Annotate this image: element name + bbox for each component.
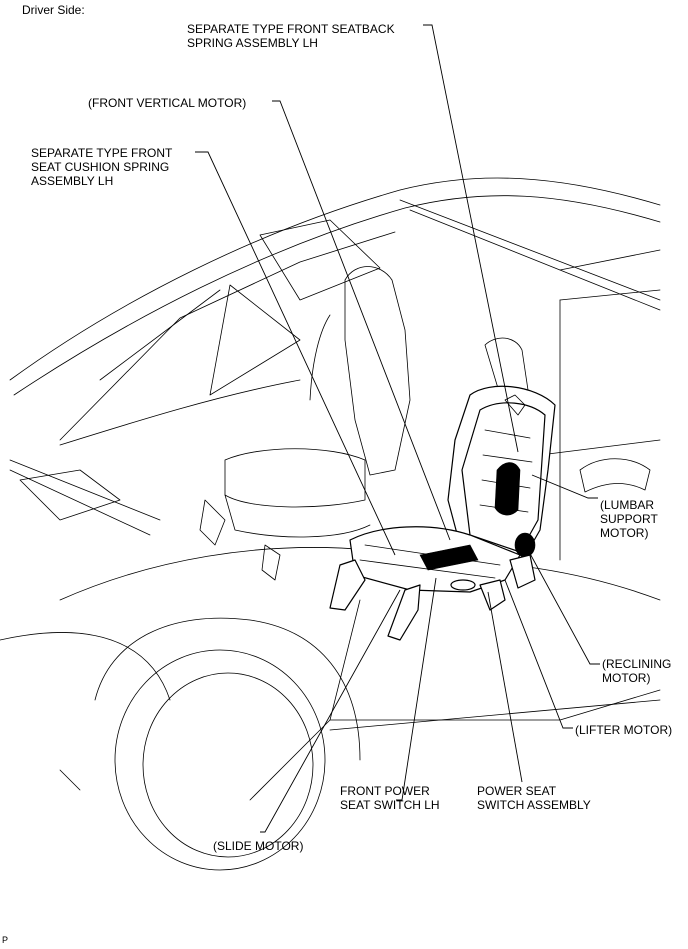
passenger-seat-outline: [224, 266, 411, 538]
label-power-seat-switch: POWER SEAT SWITCH ASSEMBLY: [477, 784, 591, 812]
label-reclining-motor: (RECLINING MOTOR): [602, 657, 672, 685]
leader-lifter-motor: [504, 579, 573, 729]
label-slide-motor: (SLIDE MOTOR): [213, 839, 304, 853]
front-wheel: [59, 617, 361, 871]
leader-front-vertical-motor: [272, 100, 451, 541]
leader-power-seat-switch: [487, 591, 523, 783]
leader-reclining-motor: [526, 547, 600, 665]
label-lifter-motor: (LIFTER MOTOR): [575, 723, 673, 737]
leader-seatback-spring: [423, 24, 519, 453]
label-lumbar-motor: (LUMBAR SUPPORT MOTOR): [600, 498, 658, 540]
label-front-power-switch: FRONT POWER SEAT SWITCH LH: [340, 784, 440, 812]
label-seatback-spring: SEPARATE TYPE FRONT SEATBACK SPRING ASSE…: [187, 22, 395, 50]
leader-cushion-spring: [195, 151, 396, 556]
leader-lines: [195, 24, 600, 833]
vehicle-body-outline: [0, 177, 661, 801]
label-front-vertical-motor: (FRONT VERTICAL MOTOR): [88, 96, 247, 110]
leader-slide-motor: [260, 589, 401, 833]
page-title: Driver Side:: [22, 3, 85, 17]
driver-seat-frame: [329, 337, 556, 641]
figure-code: P: [2, 935, 9, 945]
label-cushion-spring: SEPARATE TYPE FRONT SEAT CUSHION SPRING …: [31, 146, 173, 188]
leader-front-power-switch: [396, 577, 437, 801]
leader-lumbar-motor: [531, 474, 598, 499]
